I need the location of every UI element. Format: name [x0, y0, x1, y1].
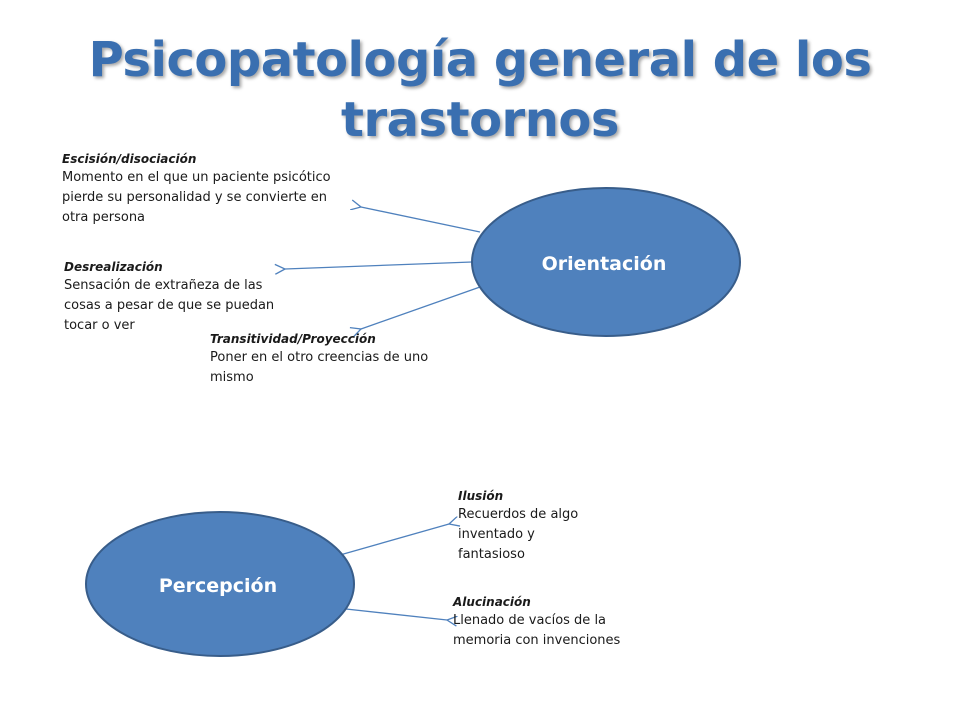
note-ilusion: Ilusión Recuerdos de algo inventado y fa… — [458, 487, 590, 565]
node-percepcion-label: Percepción — [159, 575, 277, 597]
note-desrealizacion: Desrealización Sensación de extrañeza de… — [64, 258, 300, 336]
note-transitividad: Transitividad/Proyección Poner en el otr… — [210, 330, 430, 388]
note-escision-desc: Momento en el que un paciente psicótico … — [62, 170, 331, 225]
note-alucinacion-term: Alucinación — [453, 595, 531, 609]
note-alucinacion-desc: Llenado de vacíos de la memoria con inve… — [453, 613, 621, 648]
note-escision: Escisión/disociación Momento en el que u… — [62, 150, 338, 228]
arrow-to-alucinacion — [345, 608, 447, 620]
node-percepcion: Percepción — [85, 511, 355, 657]
note-transitividad-desc: Poner en el otro creencias de uno mismo — [210, 350, 429, 385]
note-escision-term: Escisión/disociación — [62, 152, 197, 166]
note-alucinacion: Alucinación Llenado de vacíos de la memo… — [453, 593, 633, 651]
title-line-1: Psicopatología general de los — [88, 32, 872, 88]
title-line-2: trastornos — [341, 92, 619, 148]
arrow-to-desrealizacion — [285, 261, 473, 269]
note-desrealizacion-desc: Sensación de extrañeza de las cosas a pe… — [64, 278, 275, 333]
arrow-to-escision — [361, 207, 481, 233]
note-ilusion-desc: Recuerdos de algo inventado y fantasioso — [458, 507, 579, 562]
note-desrealizacion-term: Desrealización — [64, 260, 163, 274]
node-orientacion-label: Orientación — [542, 253, 667, 275]
node-orientacion: Orientación — [471, 187, 741, 337]
page-title: Psicopatología general de los trastornos — [40, 30, 920, 150]
note-transitividad-term: Transitividad/Proyección — [210, 332, 376, 346]
arrow-to-ilusion — [339, 524, 449, 556]
arrow-to-transitividad — [361, 286, 481, 329]
note-ilusion-term: Ilusión — [458, 489, 504, 503]
